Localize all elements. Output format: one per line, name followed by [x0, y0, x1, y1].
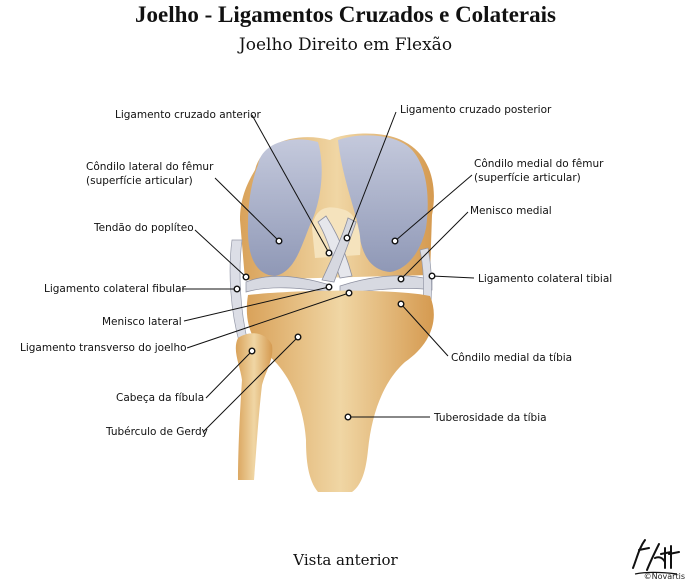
- leader-lines: [182, 111, 475, 433]
- label-condilo-lateral-1: Côndilo lateral do fêmur: [86, 161, 214, 173]
- netter-signature-logo: [632, 539, 680, 575]
- label-condilo-medial-1: Côndilo medial do fêmur: [474, 158, 604, 170]
- label-colateral-fibular: Ligamento colateral fibular: [44, 283, 187, 295]
- point-tuberosidade: [344, 413, 352, 421]
- point-cabeca-fibula: [248, 347, 256, 355]
- point-colateral-tibial: [428, 272, 436, 280]
- label-condilo-lateral-2: (superfície articular): [86, 175, 193, 187]
- point-condilo-medial-tibia: [397, 300, 405, 308]
- label-lcp: Ligamento cruzado posterior: [400, 104, 552, 116]
- label-colateral-tibial: Ligamento colateral tibial: [478, 273, 612, 285]
- label-lca: Ligamento cruzado anterior: [115, 109, 262, 121]
- label-gerdy: Tubérculo de Gerdy: [105, 426, 208, 438]
- point-condilo-medial: [391, 237, 399, 245]
- label-tendao-popliteo: Tendão do poplíteo: [93, 222, 194, 234]
- fibula: [235, 333, 273, 480]
- point-menisco-lateral: [325, 283, 333, 291]
- point-tendao-popliteo: [242, 273, 250, 281]
- label-condilo-medial-tibia: Côndilo medial da tíbia: [451, 352, 572, 364]
- labels: Ligamento cruzado anterior Ligamento cru…: [20, 104, 612, 438]
- tibia: [246, 290, 434, 492]
- publisher-mark: ©Novartis: [643, 572, 685, 581]
- point-lca: [325, 249, 333, 257]
- point-condilo-lateral: [275, 237, 283, 245]
- label-tuberosidade: Tuberosidade da tíbia: [433, 412, 547, 424]
- label-condilo-medial-2: (superfície articular): [474, 172, 581, 184]
- label-cabeca-fibula: Cabeça da fíbula: [116, 392, 204, 404]
- page-title: Joelho - Ligamentos Cruzados e Colaterai…: [135, 2, 556, 27]
- view-caption: Vista anterior: [293, 551, 398, 569]
- label-transverso: Ligamento transverso do joelho: [20, 342, 187, 354]
- point-menisco-medial: [397, 275, 405, 283]
- point-gerdy: [294, 333, 302, 341]
- point-transverso: [345, 289, 353, 297]
- page-subtitle: Joelho Direito em Flexão: [238, 35, 453, 55]
- point-lcp: [343, 234, 351, 242]
- label-points: [233, 234, 436, 421]
- cruciate-ligaments: [317, 215, 357, 283]
- point-colateral-fibular: [233, 285, 241, 293]
- label-menisco-lateral: Menisco lateral: [102, 316, 182, 328]
- label-menisco-medial: Menisco medial: [470, 205, 552, 217]
